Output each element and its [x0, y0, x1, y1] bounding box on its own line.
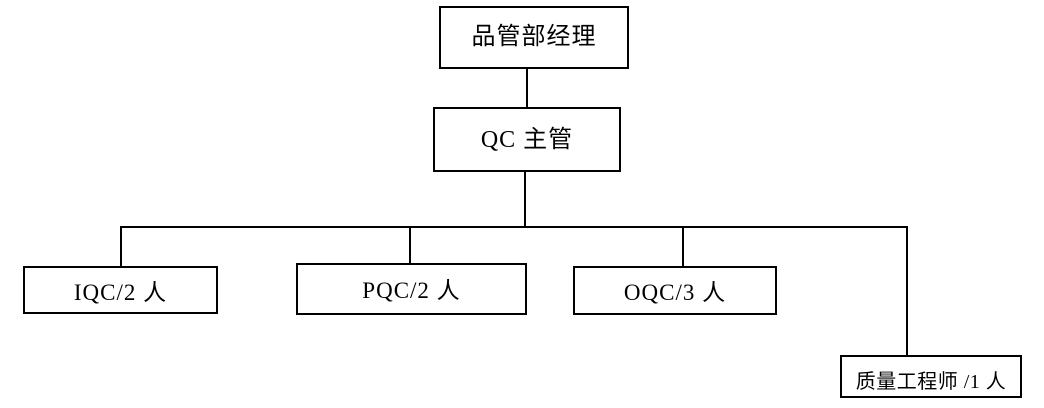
connector-supervisor-stem	[524, 172, 526, 227]
connector-drop-engineer	[906, 226, 908, 356]
connector-manager-supervisor	[526, 69, 528, 108]
node-quality-dept-manager: 品管部经理	[439, 6, 629, 69]
node-quality-engineer: 质量工程师 /1 人	[840, 355, 1022, 398]
node-pqc: PQC/2 人	[296, 263, 527, 315]
node-iqc: IQC/2 人	[23, 266, 218, 314]
node-oqc: OQC/3 人	[573, 266, 777, 315]
node-qc-supervisor: QC 主管	[433, 107, 621, 172]
connector-horizontal-bus	[120, 226, 908, 228]
connector-drop-iqc	[120, 226, 122, 267]
connector-drop-oqc	[682, 226, 684, 267]
connector-drop-pqc	[409, 226, 411, 264]
